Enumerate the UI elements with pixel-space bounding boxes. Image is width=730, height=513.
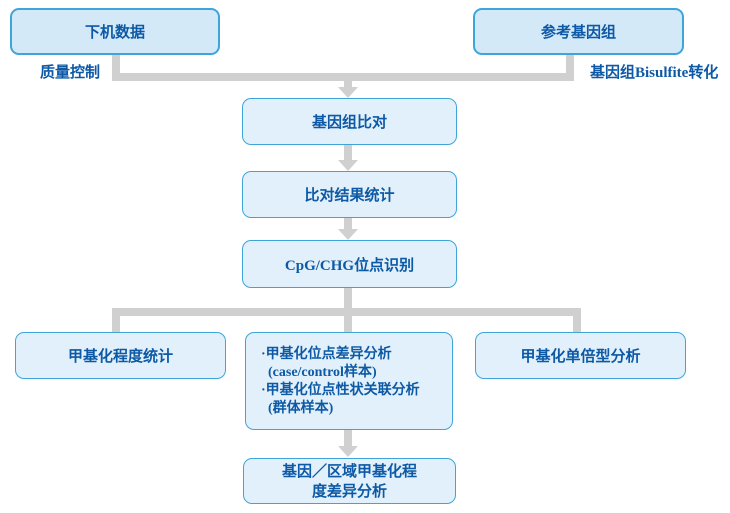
arrowhead-down-icon — [338, 160, 358, 171]
connector-raw-data-down — [112, 54, 120, 76]
arrowhead-down-icon — [338, 87, 358, 98]
arrowhead-down-icon — [338, 229, 358, 240]
connector-alignment-to-stats-stem — [344, 145, 352, 160]
node-gene-region-methylation-diff: 基因／区域甲基化程 度差异分析 — [243, 458, 456, 504]
node-raw-data-label: 下机数据 — [84, 25, 145, 41]
node-cpg-chg-site-identification: CpG/CHG位点识别 — [242, 240, 457, 288]
node-cpg-chg-site-identification-label: CpG/CHG位点识别 — [284, 257, 415, 274]
connector-analysis-to-regiondiff-stem — [344, 430, 352, 446]
edge-label-quality-control: 质量控制 — [40, 65, 101, 81]
site-analysis-line-3: ·甲基化位点性状关联分析 — [261, 383, 420, 398]
edge-label-bisulfite-conversion: 基因组Bisulfite转化 — [590, 65, 719, 81]
connector-stats-to-siteid-stem — [344, 218, 352, 229]
node-reference-genome: 参考基因组 — [473, 8, 684, 55]
node-methylation-site-analysis: ·甲基化位点差异分析 (case/control样本) ·甲基化位点性状关联分析… — [245, 332, 453, 430]
node-methylation-level-stats-label: 甲基化程度统计 — [67, 349, 173, 365]
connector-branch-right — [573, 308, 581, 332]
connector-merge-stem — [344, 81, 352, 88]
node-genome-alignment-label: 基因组比对 — [311, 115, 387, 131]
node-methylation-level-stats: 甲基化程度统计 — [15, 332, 226, 379]
connector-branch-left — [112, 308, 120, 332]
region-diff-line-1: 基因／区域甲基化程 — [281, 464, 417, 480]
connector-top-horizontal — [112, 73, 574, 81]
region-diff-line-2: 度差异分析 — [311, 484, 387, 500]
connector-ref-genome-down — [566, 54, 574, 76]
node-alignment-stats: 比对结果统计 — [242, 171, 457, 218]
connector-branch-horizontal — [112, 308, 581, 316]
arrowhead-down-icon — [338, 446, 358, 457]
node-alignment-stats-label: 比对结果统计 — [304, 188, 395, 204]
node-reference-genome-label: 参考基因组 — [540, 25, 616, 41]
node-genome-alignment: 基因组比对 — [242, 98, 457, 145]
node-methylation-haplotype-analysis: 甲基化单倍型分析 — [475, 332, 686, 379]
site-analysis-line-4: (群体样本) — [268, 401, 334, 416]
site-analysis-line-1: ·甲基化位点差异分析 — [261, 347, 392, 362]
node-raw-data: 下机数据 — [10, 8, 220, 55]
node-methylation-haplotype-analysis-label: 甲基化单倍型分析 — [520, 349, 641, 365]
site-analysis-line-2: (case/control样本) — [268, 365, 377, 380]
